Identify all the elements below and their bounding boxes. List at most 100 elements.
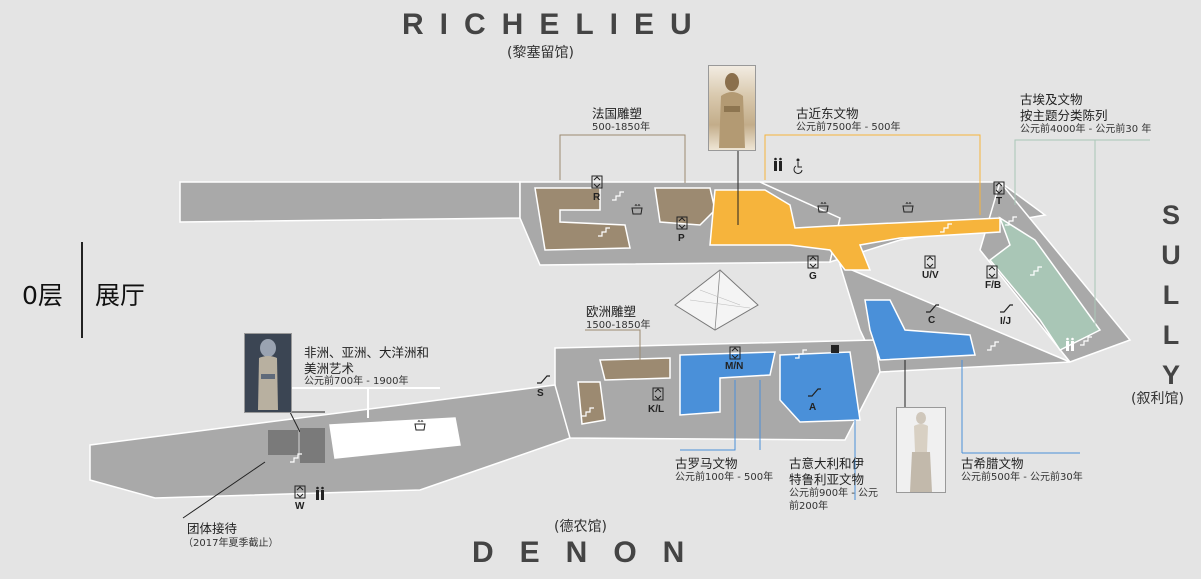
room-label-a: A [809,402,817,413]
groups-room-2 [300,428,325,463]
africa-title-1: 非洲、亚洲、大洋洲和 [304,345,430,360]
stairs-icon [1005,216,1017,226]
stairs-icon [795,349,807,359]
escalator-icon [537,375,550,384]
escalator-icon [926,304,939,313]
egypt-title-2: 按主题分类陈列 [1020,108,1108,123]
stairs-icon [582,407,594,417]
room-label-c: C [928,315,936,326]
room-label-w: W [295,501,305,512]
european-sculpture-dates: 1500-1850年 [586,320,651,331]
egypt-area [988,216,1102,351]
leader-egypt [1014,139,1150,205]
africa-area [329,417,461,459]
pyramid-icon [674,269,759,331]
room-label-g: G [809,271,817,282]
near-east-area [709,189,1001,271]
elevator-icon [676,216,688,230]
elevator-icon [807,255,819,269]
stairs-icon [1030,266,1042,276]
elevator-icon [729,346,741,360]
french-sculpture-area [534,187,631,251]
sully-letter: L [1162,280,1180,310]
denon-long-corridor [89,384,571,499]
room-label-s: S [537,388,544,399]
wing-richelieu-subtitle: (黎塞留馆) [507,45,574,61]
room-label-kl: K/L [648,404,665,415]
near-east-statue-image [708,65,756,151]
room-label-uv: U/V [922,270,939,281]
near-east-title: 古近东文物 [796,106,859,121]
stairs-icon [290,453,302,463]
toilet-icon [774,157,782,171]
stairs-icon [612,191,624,201]
stairs-icon [987,341,999,351]
sully-letter: U [1161,240,1181,270]
floor-hall-label: 展厅 [95,281,146,310]
room-label-fb: F/B [985,280,1002,291]
stairs-icon [1080,336,1092,346]
accessible-icon [793,158,803,174]
etruscan-title-2: 特鲁利亚文物 [789,472,865,487]
elevator-icon [924,255,936,269]
leader-european-sculpture [585,329,641,360]
wing-denon-subtitle: (德农馆) [554,519,607,535]
toilet-icon [316,486,324,500]
room-label-t: T [996,196,1003,207]
egypt-dates: 公元前4000年 - 公元前30 年 [1020,124,1152,135]
greek-area [864,299,976,361]
european-sculpture-title: 欧洲雕塑 [586,304,637,319]
groups-title: 团体接待 [187,521,238,536]
info-desk-icon [831,345,839,353]
elevator-icon [993,181,1005,195]
stairs-icon [940,223,952,233]
toilet-icon [1066,337,1074,351]
africa-statue-image [244,333,292,413]
cafe-icon [817,202,829,213]
sully-letter: L [1162,320,1180,350]
africa-title-2: 美洲艺术 [304,361,355,376]
egypt-title-1: 古埃及文物 [1020,92,1083,107]
room-label-r: R [593,192,601,203]
sully-letter: Y [1161,360,1180,390]
french-sculpture-title: 法国雕塑 [592,106,643,121]
elevator-icon [652,387,664,401]
etruscan-dates-2: 前200年 [789,501,829,512]
greek-title: 古希腊文物 [961,456,1024,471]
roman-area [679,351,776,416]
elevator-icon [986,265,998,279]
floor-divider [81,242,83,338]
greek-dates: 公元前500年 - 公元前30年 [961,472,1083,483]
etruscan-title-1: 古意大利和伊 [789,456,865,471]
africa-dates: 公元前700年 - 1900年 [304,376,409,387]
wing-sully-title: S U L L Y [1156,195,1186,395]
escalator-icon [1000,304,1013,313]
european-sculpture-area-2 [577,381,606,425]
elevator-icon [294,485,306,499]
elevator-icon [591,175,603,189]
room-label-p: P [678,233,685,244]
greek-statue-image [896,407,946,493]
leader-french-sculpture [559,134,686,183]
sully-letter: S [1161,200,1180,230]
wing-denon-title: DENON [472,536,711,569]
groups-room [268,430,298,455]
etruscan-dates-1: 公元前900年 - 公元 [789,488,879,499]
groups-note: （2017年夏季截止） [183,538,279,549]
french-sculpture-dates: 500-1850年 [592,122,651,133]
cafe-icon [631,204,643,215]
stairs-icon [598,227,610,237]
room-label-ij: I/J [1000,316,1012,327]
near-east-dates: 公元前7500年 - 500年 [796,122,901,133]
leader-near-east [764,134,981,215]
french-sculpture-area-2 [654,187,716,226]
wing-richelieu-title: RICHELIEU [402,8,708,41]
roman-dates: 公元前100年 - 500年 [675,472,774,483]
cafe-icon [414,420,426,431]
floor-level: 0层 [22,281,63,310]
cafe-icon [902,202,914,213]
wing-sully-subtitle: (叙利馆) [1131,391,1184,407]
european-sculpture-area [599,357,671,381]
